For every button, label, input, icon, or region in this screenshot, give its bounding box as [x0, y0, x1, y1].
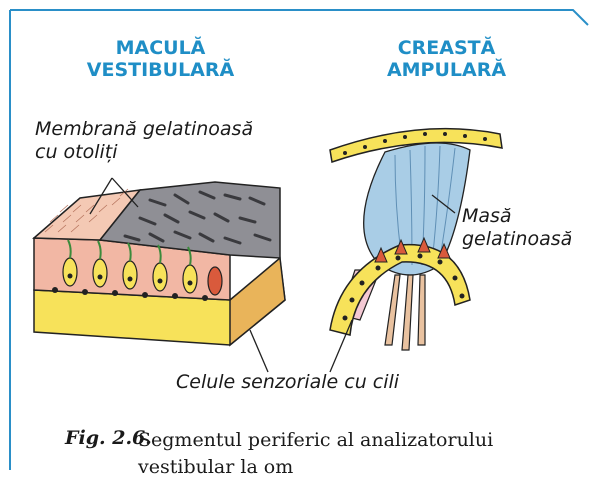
caption-text: Segmentul periferic al analizatorului ve…	[138, 427, 538, 481]
label-membrane: Membrană gelatinoasă cu otoliți	[35, 118, 253, 164]
label-mass-line1: Masă	[462, 205, 572, 228]
title-crista-line1: CREASTĂ	[384, 37, 509, 59]
title-crista-line2: AMPULARĂ	[384, 59, 509, 81]
macula-right-face	[230, 258, 285, 345]
title-macula-line2: VESTIBULARĂ	[78, 59, 243, 81]
title-macula-line1: MACULĂ	[78, 37, 243, 59]
label-membrane-line1: Membrană gelatinoasă	[35, 118, 253, 141]
macula-illustration	[34, 182, 285, 345]
crista-nerve-fibres	[385, 275, 425, 350]
label-mass: Masă gelatinoasă	[462, 205, 572, 251]
label-cells: Celule senzoriale cu cili	[176, 371, 399, 394]
label-membrane-line2: cu otoliți	[35, 141, 253, 164]
label-mass-line2: gelatinoasă	[462, 228, 572, 251]
title-crista: CREASTĂ AMPULARĂ	[384, 37, 509, 81]
title-macula: MACULĂ VESTIBULARĂ	[78, 37, 243, 81]
